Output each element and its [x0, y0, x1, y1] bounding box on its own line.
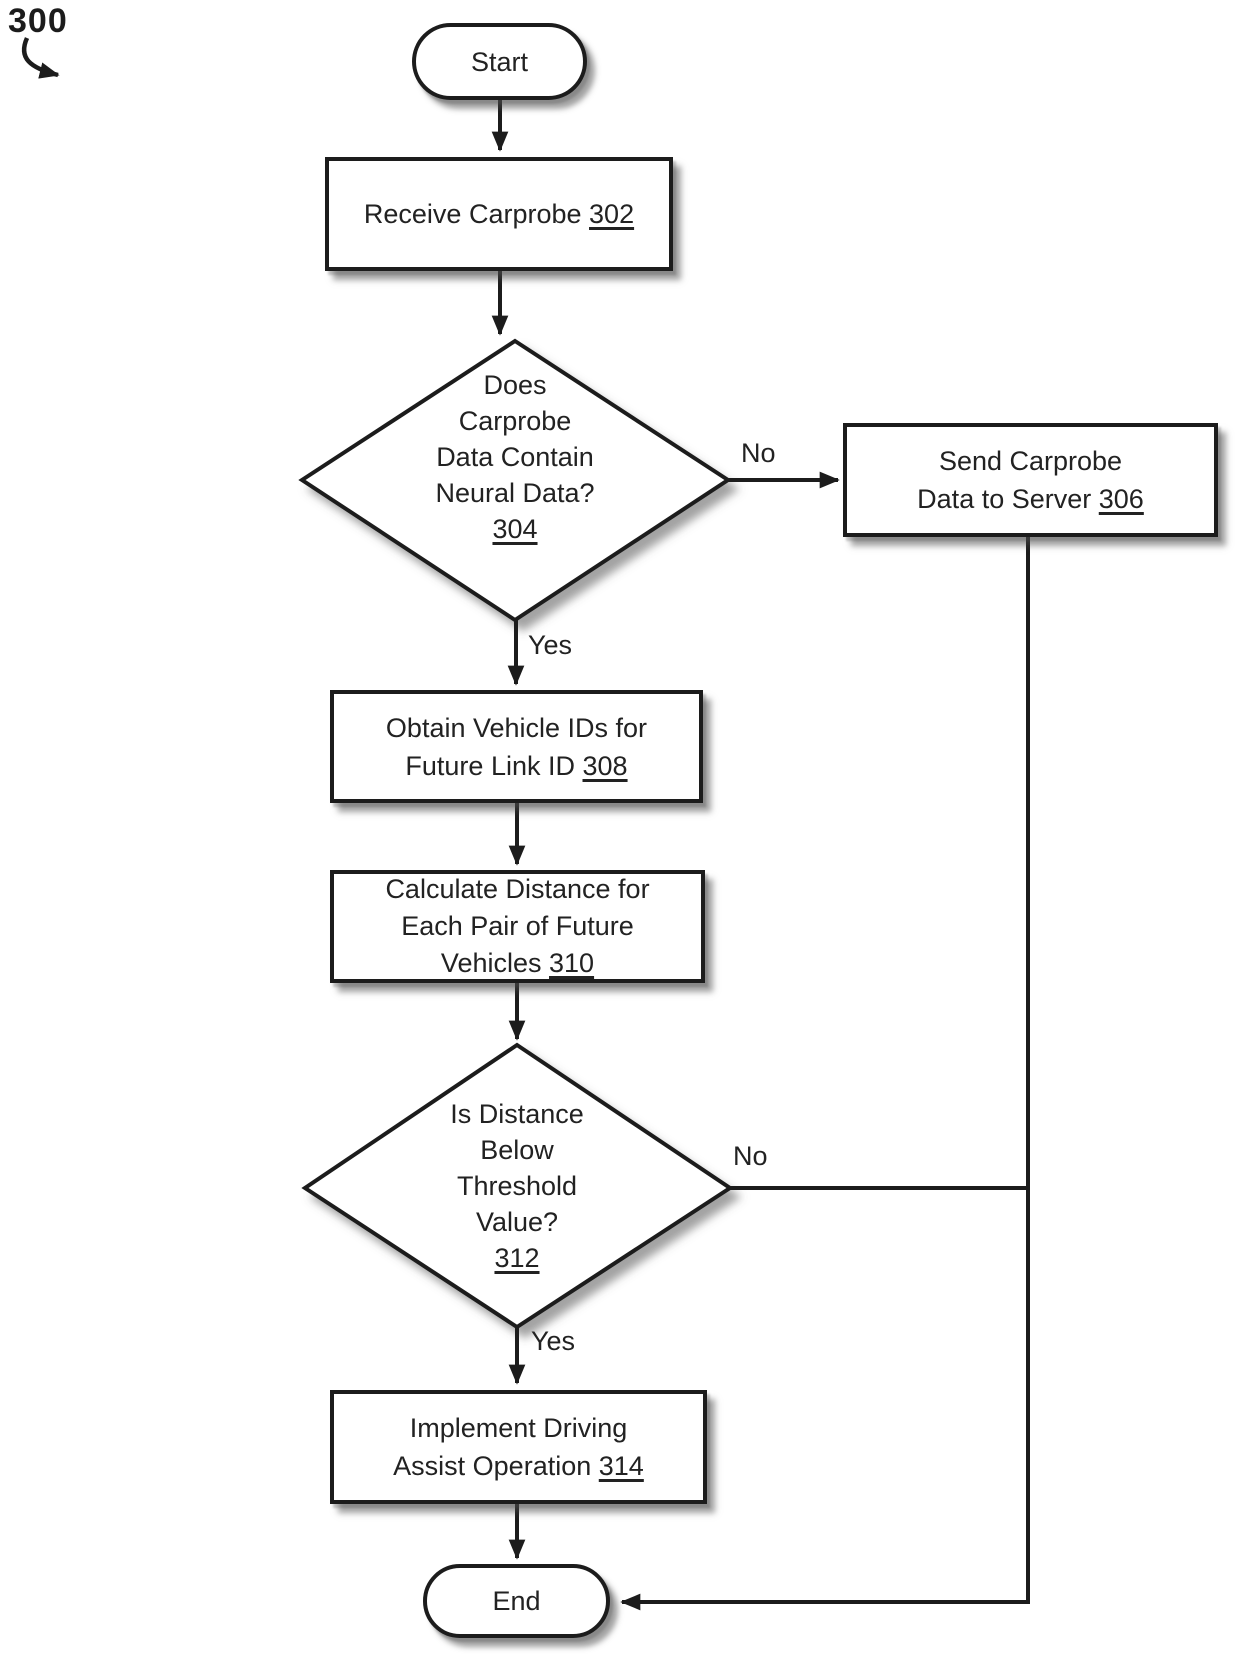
node-306-line1: Send Carprobe — [938, 446, 1123, 476]
node-310-line2: Each Pair of Future — [401, 911, 634, 941]
node-312-line2: Below — [480, 1135, 554, 1165]
node-306-line2: Data to Server — [917, 484, 1092, 514]
node-312-line3: Threshold — [456, 1171, 578, 1201]
node-304-ref: 304 — [492, 514, 538, 544]
node-310-line1: Calculate Distance for — [385, 874, 650, 904]
node-310-ref: 310 — [549, 948, 595, 978]
node-314-ref: 314 — [598, 1451, 644, 1481]
process-obtain-vehicle-ids-308: Obtain Vehicle IDs for Future Link ID 30… — [330, 690, 703, 803]
node-314-line1: Implement Driving — [409, 1413, 628, 1443]
decision-text-304: Does Carprobe Data Contain Neural Data? … — [365, 367, 665, 547]
terminal-start-label: Start — [470, 46, 529, 77]
node-312-line1: Is Distance — [450, 1099, 584, 1129]
edge-label-no-312: No — [733, 1141, 768, 1171]
node-308-line1: Obtain Vehicle IDs for — [385, 712, 648, 743]
edge-306-down-to-end — [620, 537, 1030, 1611]
node-304-line1: Does — [483, 370, 547, 400]
node-312-line4: Value? — [475, 1207, 559, 1237]
process-send-carprobe-306: Send Carprobe Data to Server 306 — [843, 423, 1218, 537]
node-304-line4: Neural Data? — [435, 478, 595, 508]
node-304-line3: Data Contain — [436, 442, 594, 472]
node-310-line3: Vehicles — [440, 948, 542, 978]
node-302-ref: 302 — [589, 199, 635, 229]
node-308-ref: 308 — [582, 750, 628, 781]
edge-label-no-304: No — [741, 438, 776, 468]
node-308-line2: Future Link ID — [405, 750, 575, 781]
process-calculate-distance-310: Calculate Distance for Each Pair of Futu… — [330, 870, 705, 983]
decision-text-312: Is Distance Below Threshold Value? 312 — [367, 1096, 667, 1276]
edge-label-yes-304: Yes — [528, 630, 573, 660]
process-implement-driving-assist-314: Implement Driving Assist Operation 314 — [330, 1390, 707, 1504]
node-304-line2: Carprobe — [458, 406, 572, 436]
edge-label-yes-312: Yes — [531, 1326, 576, 1356]
terminal-start: Start — [412, 23, 587, 100]
node-312-ref: 312 — [494, 1243, 540, 1273]
terminal-end-label: End — [492, 1586, 541, 1616]
figure-number: 300 — [8, 2, 68, 40]
node-306-ref: 306 — [1098, 484, 1144, 514]
node-302-label: Receive Carprobe — [363, 199, 582, 229]
figure-number-arrow — [21, 37, 60, 79]
terminal-end: End — [423, 1564, 610, 1638]
node-314-line2: Assist Operation — [393, 1451, 592, 1481]
process-receive-carprobe-302: Receive Carprobe 302 — [325, 157, 673, 271]
